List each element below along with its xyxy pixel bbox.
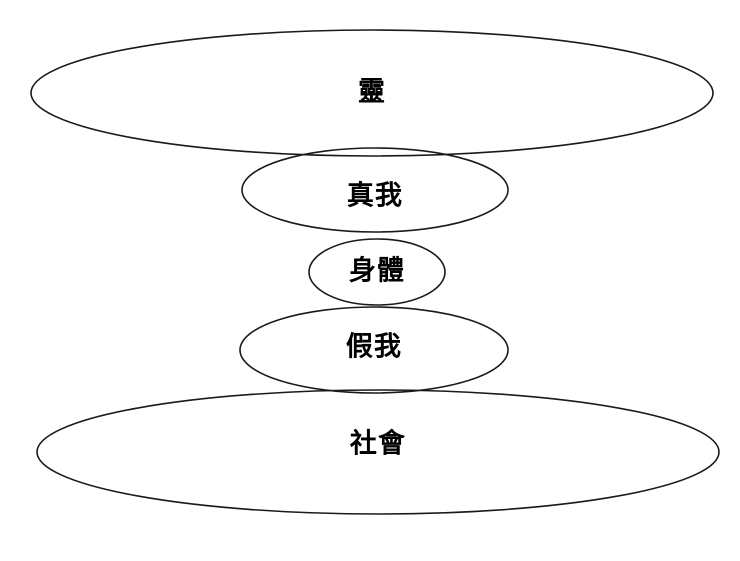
label-body: 身體: [348, 255, 406, 287]
ellipse-false-self[interactable]: [239, 306, 509, 394]
ellipse-society[interactable]: [36, 389, 720, 515]
label-society: 社會: [349, 428, 407, 460]
ellipse-spirit[interactable]: [30, 29, 714, 157]
ellipse-true-self[interactable]: [241, 147, 509, 233]
label-false-self: 假我: [345, 331, 403, 363]
label-spirit: 靈: [357, 76, 387, 108]
label-true-self: 真我: [346, 180, 404, 212]
ellipse-body[interactable]: [308, 238, 446, 306]
